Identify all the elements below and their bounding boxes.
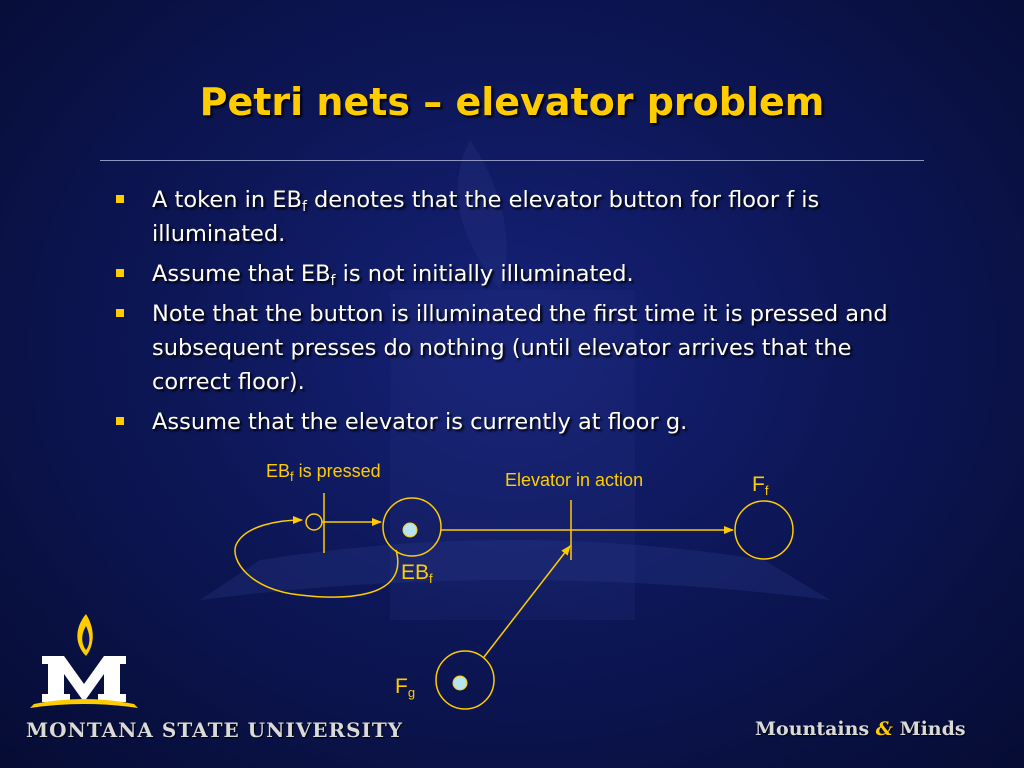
bullet-item: Assume that the elevator is currently at… <box>110 405 900 439</box>
arc-ebf-loop <box>234 516 399 598</box>
slide-title: Petri nets – elevator problem <box>199 80 825 124</box>
bullet-marker <box>116 195 124 203</box>
bullet-item: Assume that EBf is not initially illumin… <box>110 257 900 291</box>
label-ebf: EBf <box>401 561 433 586</box>
bullet-marker <box>116 417 124 425</box>
arc-fg-to-action <box>483 545 571 658</box>
bullet-marker <box>116 269 124 277</box>
place-fg-token <box>452 675 468 691</box>
bullet-text: Assume that EB <box>152 261 331 287</box>
place-ff <box>734 500 794 560</box>
bullet-text: is not initially illuminated. <box>335 261 634 287</box>
footer-university-name: MONTANA STATE UNIVERSITY <box>26 718 404 742</box>
bullet-text: Note that the button is illuminated the … <box>152 301 888 395</box>
place-source <box>305 513 323 531</box>
label-ff: Ff <box>752 473 769 498</box>
place-ebf <box>382 497 442 557</box>
label-pressed: EBf is pressed <box>266 461 381 484</box>
bullet-item: Note that the button is illuminated the … <box>110 297 900 399</box>
bullet-marker <box>116 309 124 317</box>
place-ebf-token <box>402 522 418 538</box>
bullet-text: A token in EB <box>152 187 302 213</box>
label-fg: Fg <box>395 675 416 700</box>
place-fg <box>435 650 495 710</box>
bullet-subscript: f <box>330 273 336 289</box>
msu-logo <box>30 614 138 708</box>
bullet-text: denotes that the elevator button for flo… <box>152 187 820 247</box>
bullet-list: A token in EBf denotes that the elevator… <box>110 183 900 445</box>
label-elevator-in-action: Elevator in action <box>505 470 644 490</box>
title-divider <box>100 160 924 161</box>
bullet-text: Assume that the elevator is currently at… <box>152 409 688 435</box>
footer-tagline: Mountains & Minds <box>755 718 966 740</box>
bullet-subscript: f <box>301 199 307 215</box>
bullet-item: A token in EBf denotes that the elevator… <box>110 183 900 251</box>
